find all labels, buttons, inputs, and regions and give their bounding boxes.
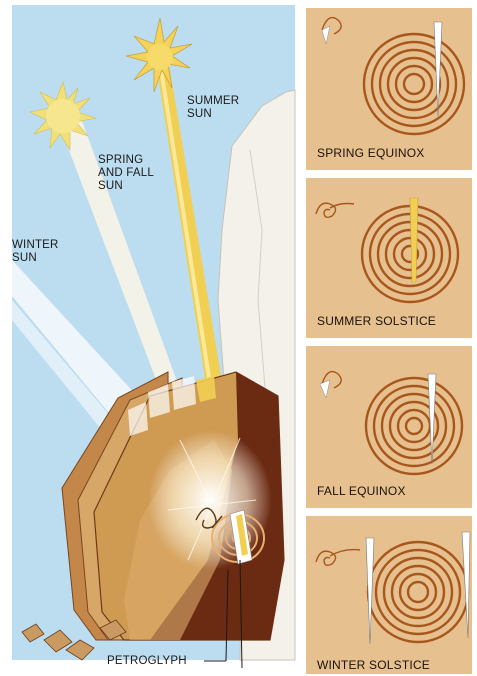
sky-scene bbox=[12, 5, 295, 668]
spring-fall-sun-label: SPRING AND FALL SUN bbox=[98, 154, 154, 193]
panel-winter-solstice bbox=[306, 516, 472, 674]
summer-sun-label: SUMMER SUN bbox=[187, 95, 239, 121]
panel-label-summer-solstice: SUMMER SOLSTICE bbox=[317, 314, 436, 328]
petroglyph-label: PETROGLYPH bbox=[107, 655, 187, 668]
panel-label-fall-equinox: FALL EQUINOX bbox=[317, 484, 406, 498]
winter-sun-label: WINTER SUN bbox=[12, 239, 59, 265]
panel-label-spring-equinox: SPRING EQUINOX bbox=[317, 146, 424, 160]
panel-label-winter-solstice: WINTER SOLSTICE bbox=[317, 658, 430, 672]
phase-panels bbox=[306, 8, 472, 674]
